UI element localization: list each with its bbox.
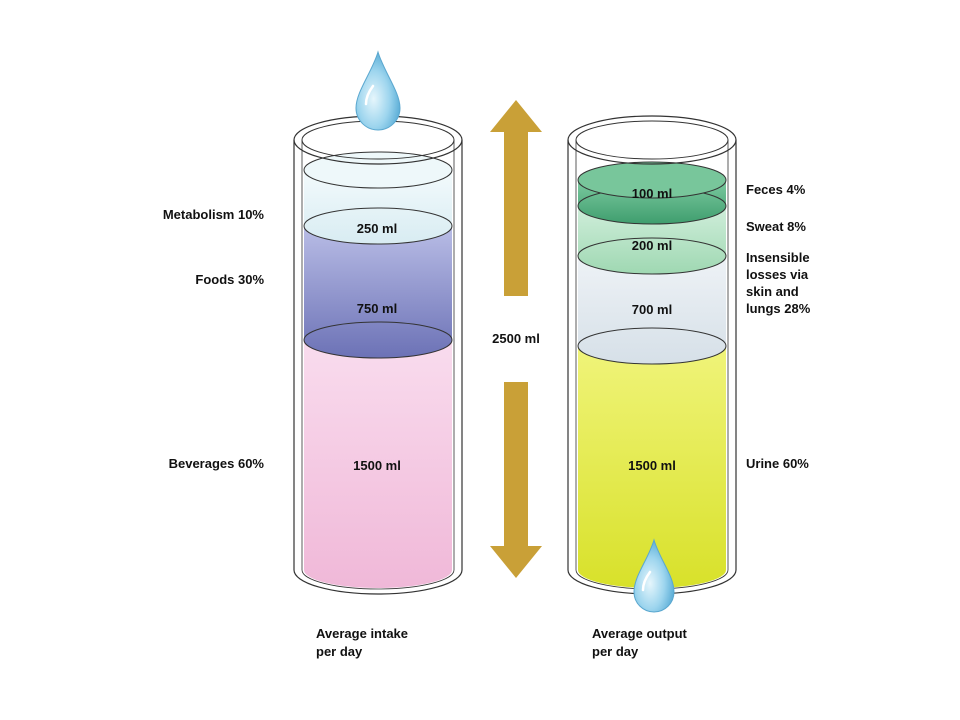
foods-volume: 750 ml [357,301,397,316]
urine-label: Urine 60% [746,456,809,471]
beverages-label: Beverages 60% [169,456,265,471]
beverages-volume: 1500 ml [353,458,401,473]
urine-volume: 1500 ml [628,458,676,473]
beverages-layer [304,340,452,588]
urine-layer [578,346,726,588]
insensible-label-line1: Insensible [746,250,810,265]
water-drop-icon [355,50,401,131]
sweat-volume: 200 ml [632,238,672,253]
arrow-up-icon [490,100,542,296]
intake-cylinder [293,115,463,595]
feces-label: Feces 4% [746,182,806,197]
water-drop-output-icon [633,538,675,613]
output-caption-line2: per day [592,644,639,659]
arrow-down-icon [490,382,542,578]
insensible-losses-volume: 700 ml [632,302,672,317]
metabolism-layer [304,170,452,244]
insensible-label-line3: skin and [746,284,799,299]
feces-layer [578,180,726,224]
intake-caption-line2: per day [316,644,363,659]
foods-label: Foods 30% [195,272,264,287]
sweat-layer [578,206,726,274]
metabolism-volume: 250 ml [357,221,397,236]
metabolism-label: Metabolism 10% [163,207,265,222]
output-glass-rim [567,115,737,165]
insensible-label-line4: lungs 28% [746,301,811,316]
total-volume: 2500 ml [492,331,540,346]
intake-caption-line1: Average intake [316,626,408,641]
output-cylinder [567,115,737,595]
insensible-label-line2: losses via [746,267,809,282]
sweat-label: Sweat 8% [746,219,806,234]
foods-layer [304,226,452,358]
feces-volume: 100 ml [632,186,672,201]
output-caption-line1: Average output [592,626,688,641]
insensible-losses-layer [578,256,726,364]
